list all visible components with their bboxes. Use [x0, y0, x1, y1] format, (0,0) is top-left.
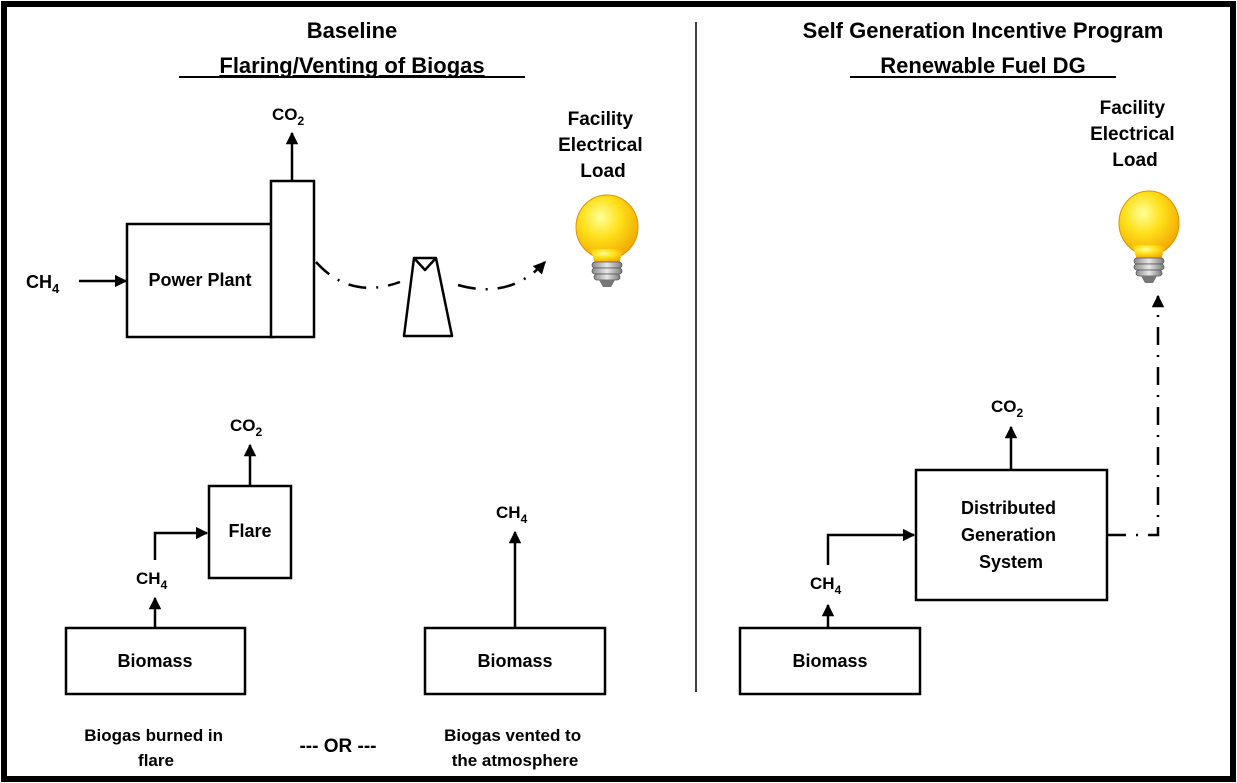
baseline-title: Baseline [307, 18, 398, 43]
dg-output-label: CO2 [991, 397, 1024, 420]
flare-biomass-box [64, 626, 247, 696]
baseline-load-label: Facility Electrical Load [558, 109, 648, 182]
sgip-load-label: Facility Electrical Load [1090, 98, 1180, 171]
smokestack [269, 179, 316, 339]
dg-system-box [914, 468, 1109, 602]
power-plant-label: Power Plant [148, 270, 251, 290]
dg-power-line [1108, 294, 1165, 537]
sgip-feed-arrow [826, 528, 916, 565]
transmission-line-to-load [457, 261, 546, 291]
flare-feed-arrow [153, 526, 209, 560]
power-plant-box [125, 222, 275, 339]
transmission-tower [402, 256, 454, 338]
flare-caption: Biogas burned in flare [84, 726, 228, 770]
vent-caption: Biogas vented to the atmosphere [444, 726, 586, 770]
sgip-biomass-label: Biomass [792, 651, 867, 671]
vent-biomass-label: Biomass [477, 651, 552, 671]
sgip-title: Self Generation Incentive Program [803, 18, 1164, 43]
flare-biomass-label: Biomass [117, 651, 192, 671]
sgip-lightbulb-icon [1118, 190, 1180, 283]
dg-system-label: Distributed Generation System [961, 498, 1061, 572]
sgip-gas-label: CH4 [810, 574, 842, 597]
vent-biomass-box [423, 626, 607, 696]
flare-gas-label: CH4 [136, 569, 168, 592]
flare-label: Flare [228, 521, 271, 541]
flare-output-label: CO2 [230, 416, 263, 439]
plant-exhaust-label: CO2 [272, 105, 305, 128]
sgip-biomass-box [738, 626, 922, 696]
sgip-subtitle: Renewable Fuel DG [880, 53, 1085, 78]
baseline-lightbulb-icon [575, 194, 639, 287]
baseline-subtitle: Flaring/Venting of Biogas [219, 53, 484, 78]
transmission-line [315, 261, 401, 290]
flare-box [207, 484, 293, 580]
vent-output-label: CH4 [496, 503, 528, 526]
plant-input-label: CH4 [26, 272, 60, 296]
or-separator: --- OR --- [299, 736, 376, 757]
